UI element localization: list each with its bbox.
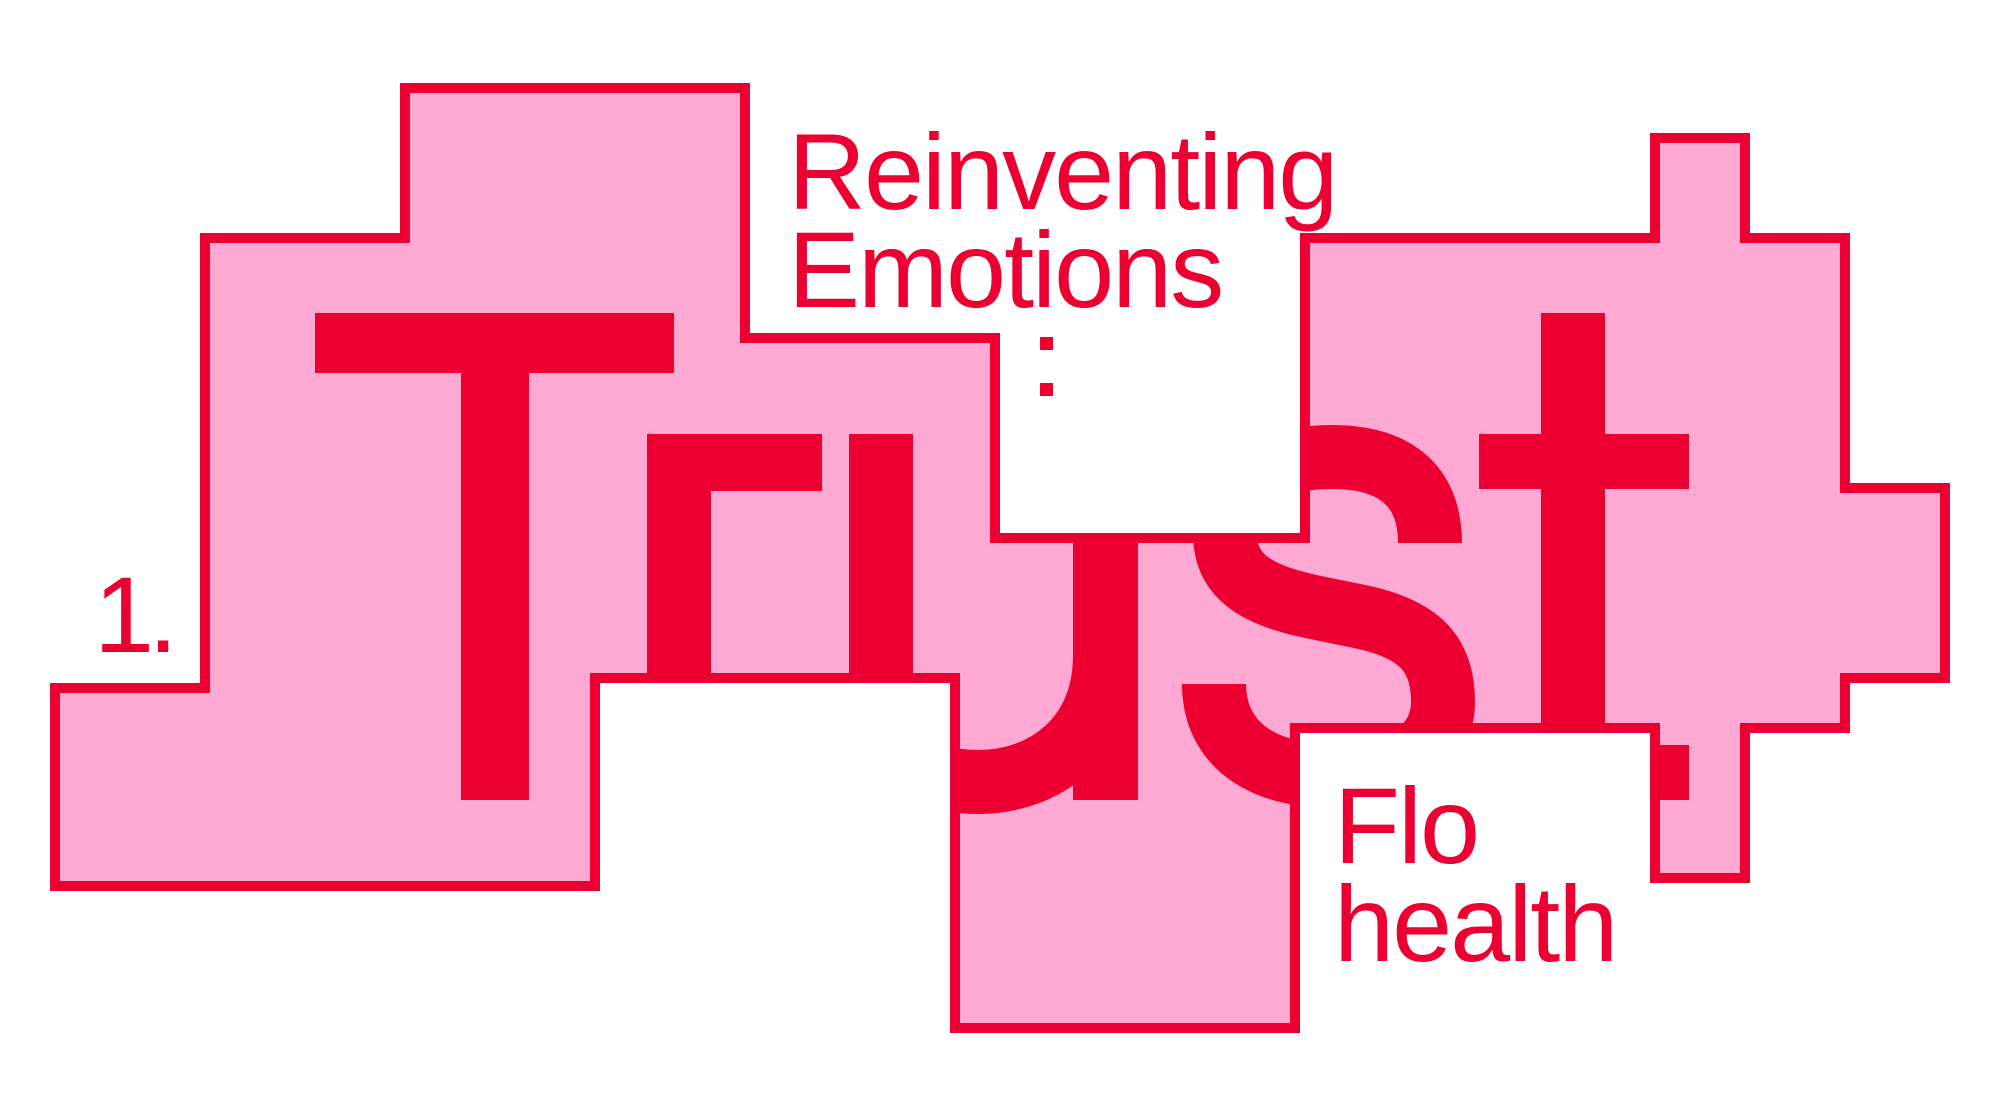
brand-line-2: health (1334, 863, 1618, 984)
brand-logo-text: Flo health (1334, 765, 1618, 984)
pink-shape-outline (50, 83, 1950, 1033)
brand-line-1: Flo (1334, 765, 1480, 886)
glyph-T (315, 313, 674, 800)
colon-separator (1040, 337, 1053, 396)
glyph-t (1479, 313, 1689, 800)
subtitle-heading: Reinventing Emotions (788, 111, 1338, 330)
episode-number: 1. (94, 554, 178, 675)
subtitle-line-2: Emotions (788, 209, 1224, 330)
subtitle-line-1: Reinventing (788, 111, 1338, 232)
